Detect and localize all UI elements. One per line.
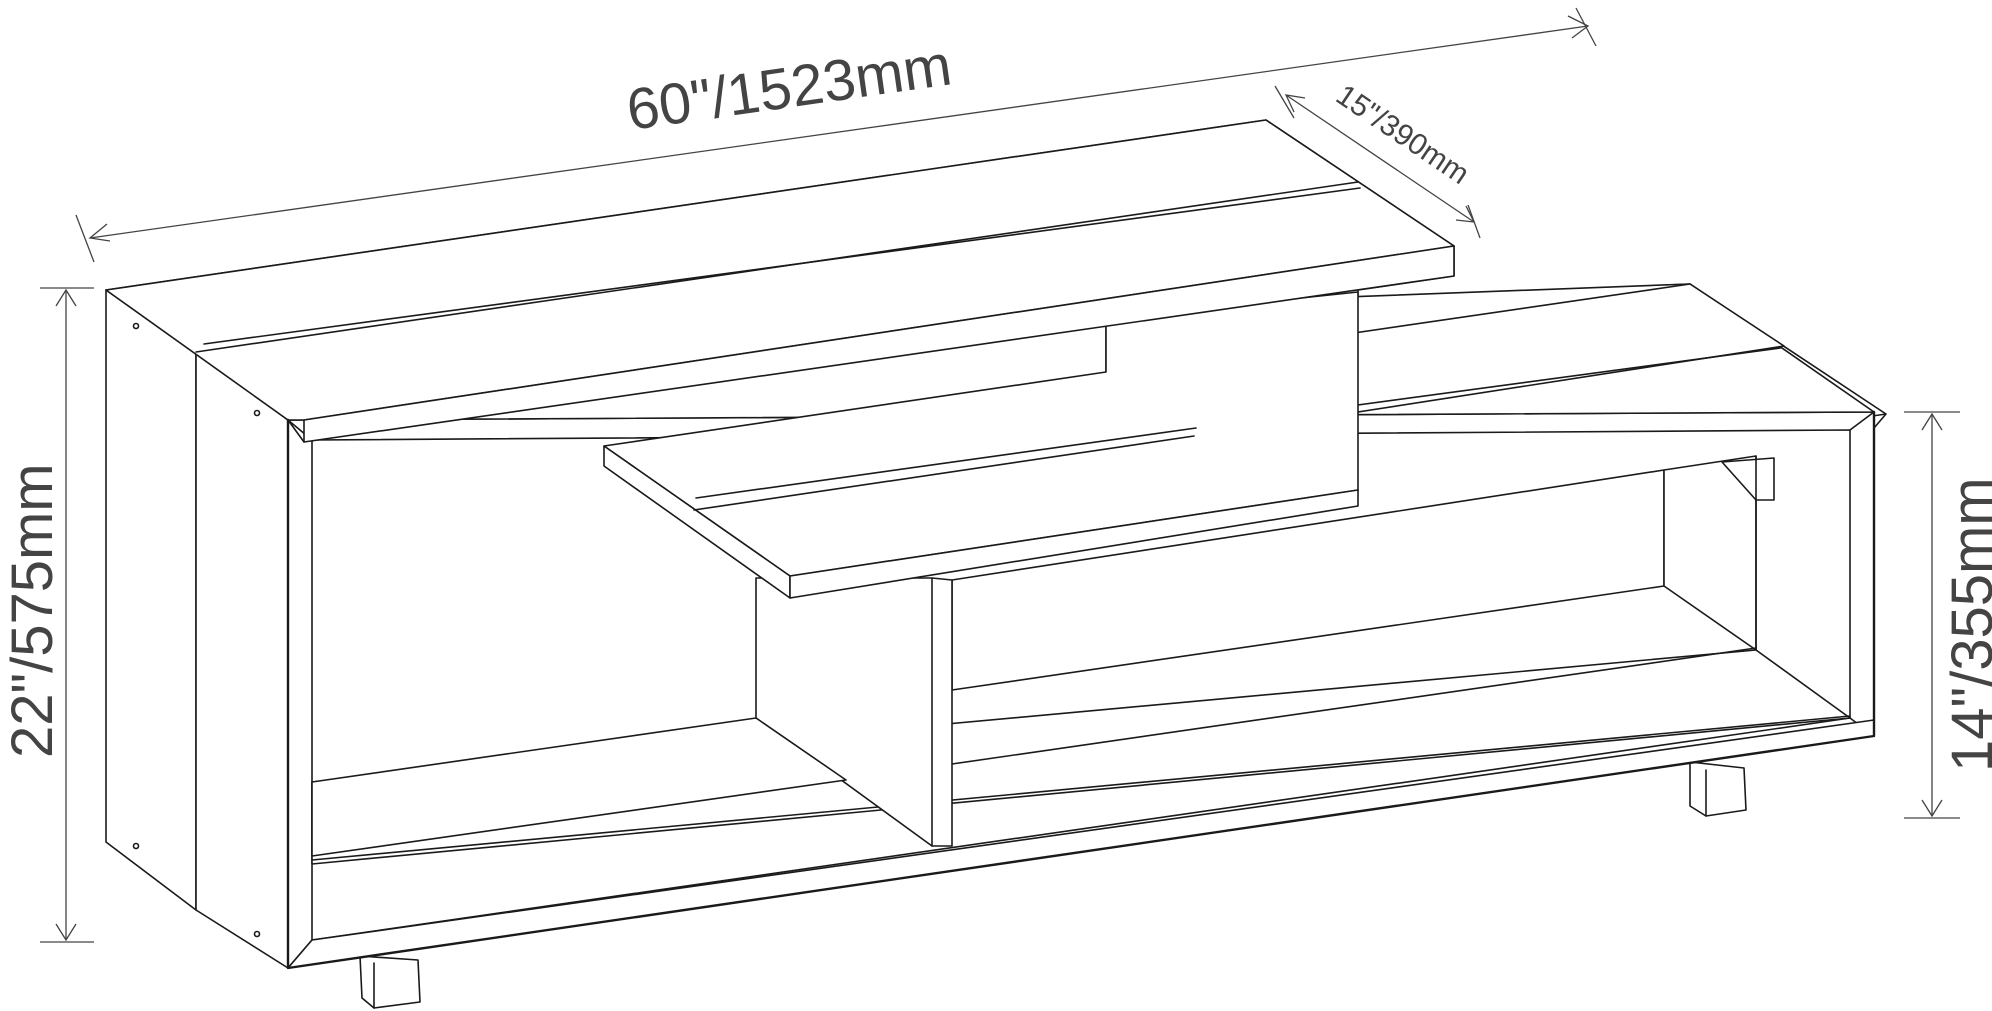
height-dimension: 22"/575mm (0, 287, 94, 943)
tv-stand (105, 119, 1887, 1009)
height-label: 22"/575mm (0, 463, 65, 758)
shelf-height-label: 14"/355mm (1940, 477, 1992, 772)
upper-shelf-front-edge (303, 245, 1455, 443)
left-side-panel-inner (195, 351, 289, 969)
middle-shelf-front-edge (789, 489, 1359, 599)
legs (359, 761, 1747, 1009)
front-left-leg (359, 955, 421, 1009)
front-right-leg (1689, 761, 1747, 817)
width-label: 60"/1523mm (623, 32, 956, 142)
left-lower-shelf-top (311, 717, 847, 857)
left-side-panel (105, 289, 197, 911)
shelf-height-dimension: 14"/355mm (1904, 411, 1992, 819)
